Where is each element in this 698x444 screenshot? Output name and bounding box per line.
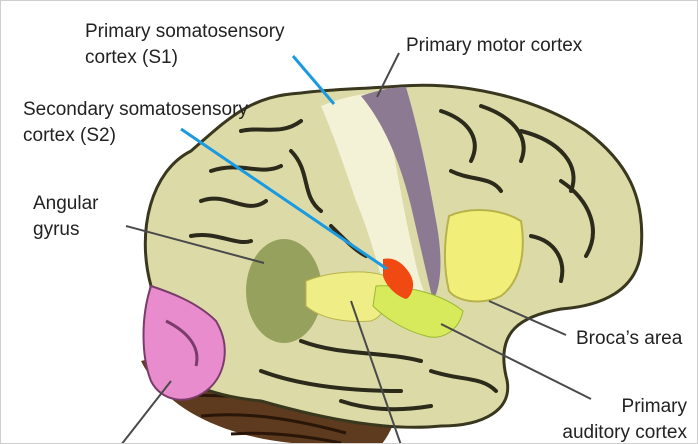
label-broca-text: Broca’s area bbox=[576, 326, 682, 352]
label-primary-motor: Primary motor cortex bbox=[406, 33, 582, 59]
label-angular-line1: Angular bbox=[33, 191, 99, 217]
label-motor-text: Primary motor cortex bbox=[406, 33, 582, 59]
label-s2-line2: cortex (S2) bbox=[23, 123, 248, 149]
label-primary-auditory: Primary auditory cortex bbox=[531, 394, 687, 444]
label-angular-gyrus: Angular gyrus bbox=[33, 191, 99, 243]
label-s2-line1: Secondary somatosensory bbox=[23, 97, 248, 123]
pointer-bottom-left bbox=[121, 381, 171, 444]
label-auditory-line1: Primary bbox=[531, 394, 687, 420]
label-angular-line2: gyrus bbox=[33, 217, 99, 243]
label-secondary-somatosensory: Secondary somatosensory cortex (S2) bbox=[23, 97, 248, 149]
label-s1-line1: Primary somatosensory bbox=[85, 19, 285, 45]
label-auditory-line2: auditory cortex bbox=[531, 420, 687, 444]
label-primary-somatosensory: Primary somatosensory cortex (S1) bbox=[85, 19, 285, 71]
label-s1-line2: cortex (S1) bbox=[85, 45, 285, 71]
label-brocas-area: Broca’s area bbox=[576, 326, 682, 352]
